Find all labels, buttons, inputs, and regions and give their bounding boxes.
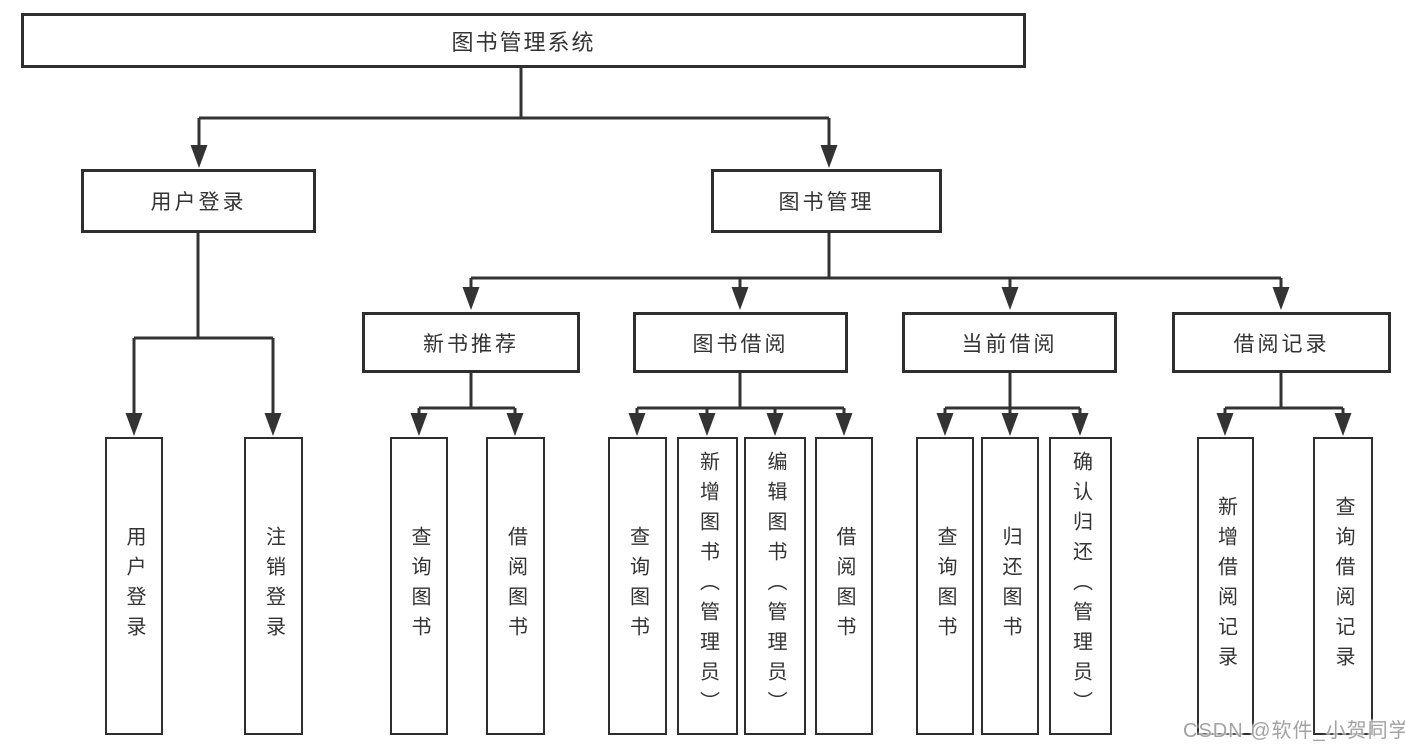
node-user-login: 用户登录 [81, 169, 316, 233]
node-borrowing-records: 借阅记录 [1172, 312, 1391, 373]
node-label: 图书借阅 [692, 332, 789, 356]
leaf-records-add-record: 新增借阅记录 [1197, 437, 1254, 735]
leaf-borrowing-add-book-admin: 新增图书（管理员） [677, 437, 738, 735]
leaf-label: 查询图书 [626, 526, 649, 646]
csdn-watermark: CSDN @软件_小贺同学 [1183, 720, 1405, 742]
node-book-management-system: 图书管理系统 [21, 13, 1026, 68]
leaf-current-query-books: 查询图书 [916, 437, 974, 735]
arrowheads [125, 145, 1352, 436]
node-new-book-recommendation: 新书推荐 [362, 312, 580, 373]
leaf-label: 确认归还（管理员） [1069, 451, 1092, 721]
node-label: 新书推荐 [423, 332, 519, 356]
leaf-borrowing-query-books: 查询图书 [608, 437, 667, 735]
leaf-label: 新增图书（管理员） [696, 451, 719, 721]
leaf-label: 编辑图书（管理员） [764, 451, 786, 721]
node-label: 图书管理 [778, 191, 875, 214]
leaf-label: 查询图书 [934, 526, 956, 646]
leaf-current-return-books: 归还图书 [981, 437, 1039, 735]
leaf-borrowing-edit-book-admin: 编辑图书（管理员） [744, 437, 806, 735]
node-label: 图书管理系统 [451, 29, 596, 55]
leaf-label: 查询图书 [408, 526, 430, 646]
node-book-borrowing: 图书借阅 [633, 312, 848, 373]
node-book-management: 图书管理 [711, 169, 942, 233]
node-label: 用户登录 [150, 191, 247, 214]
leaf-label: 用户登录 [123, 526, 145, 646]
leaf-recommend-query-books: 查询图书 [390, 437, 448, 735]
leaf-label: 归还图书 [999, 526, 1021, 646]
leaf-user-login: 用户登录 [105, 437, 163, 735]
leaf-label: 新增借阅记录 [1214, 496, 1237, 676]
leaf-logout: 注销登录 [244, 437, 303, 735]
leaf-label: 借阅图书 [833, 526, 855, 646]
leaf-recommend-borrow-books: 借阅图书 [486, 437, 545, 735]
leaf-current-confirm-return-admin: 确认归还（管理员） [1049, 437, 1112, 735]
node-label: 当前借阅 [961, 332, 1058, 356]
leaf-label: 借阅图书 [504, 526, 527, 646]
connector-paths [132, 68, 1345, 418]
node-current-borrowing: 当前借阅 [902, 312, 1117, 373]
leaf-label: 注销登录 [262, 526, 285, 646]
leaf-label: 查询借阅记录 [1332, 496, 1354, 676]
leaf-records-query-record: 查询借阅记录 [1313, 437, 1373, 735]
node-label: 借阅记录 [1233, 332, 1330, 356]
leaf-borrowing-borrow-books: 借阅图书 [815, 437, 873, 735]
